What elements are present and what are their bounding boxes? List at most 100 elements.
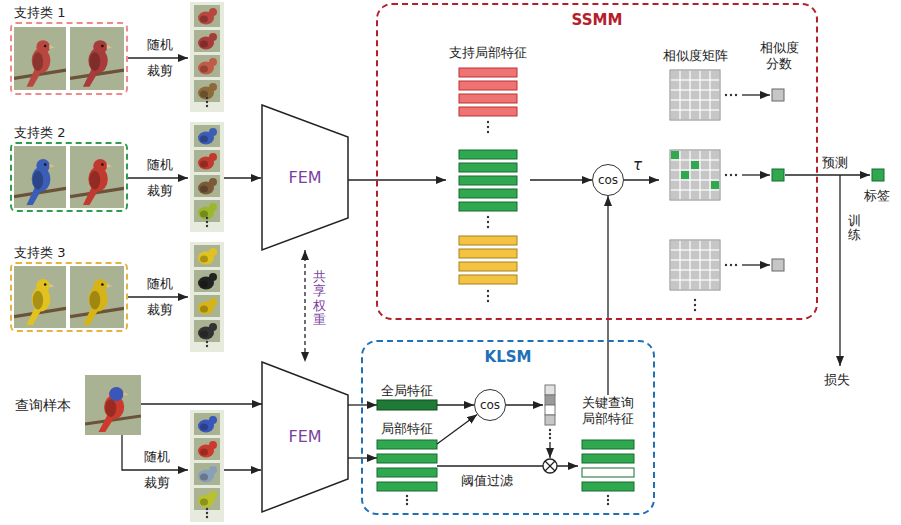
module-title: KLSM	[363, 348, 653, 366]
query-feature-bars	[582, 454, 634, 463]
query-feature-bars	[582, 482, 634, 491]
connector	[348, 179, 446, 180]
support-images	[14, 27, 124, 328]
annotation-label: 相似度 分数	[756, 40, 802, 72]
support-feature-bars	[459, 81, 517, 90]
crop-strips	[194, 200, 220, 222]
query-feature-bars	[607, 495, 609, 497]
support-class-box: 支持类 3	[10, 262, 128, 332]
similarity-matrices	[670, 240, 720, 290]
support-feature-bars	[487, 300, 489, 302]
similarity-matrices	[730, 94, 732, 96]
edge-label: 共享权重	[313, 270, 326, 327]
trapezoid-outline	[262, 105, 348, 250]
score-arrows	[742, 94, 770, 95]
query-feature-bars	[406, 503, 408, 505]
connector	[530, 179, 592, 180]
annotation-label: 随机 裁剪	[145, 152, 175, 204]
support-feature-bars	[487, 290, 489, 292]
score-squares	[772, 89, 884, 271]
crop-strips	[194, 270, 220, 292]
crop-strips	[194, 125, 220, 147]
support-feature-bars	[487, 226, 489, 228]
support-feature-bars	[487, 131, 489, 133]
annotation-label: 随机 裁剪	[145, 271, 175, 323]
query-feature-bars	[377, 400, 437, 410]
support-feature-bars	[459, 176, 517, 185]
similarity-matrices	[725, 174, 727, 176]
node-label: FEM	[288, 168, 321, 188]
crop-strips	[206, 97, 208, 99]
similarity-matrices	[671, 151, 679, 159]
support-images	[70, 27, 124, 90]
node-label: cos	[598, 173, 618, 187]
score-arrows	[742, 174, 770, 175]
support-feature-bars	[459, 202, 517, 211]
support-feature-bars	[459, 150, 517, 159]
similarity-matrices	[670, 150, 720, 200]
connector	[141, 403, 262, 404]
support-feature-bars	[459, 236, 517, 245]
crop-arrows	[224, 469, 261, 470]
similarity-matrices	[694, 304, 696, 306]
query-feature-bars	[377, 440, 437, 449]
feature-extractor: FEM	[262, 362, 348, 512]
query-sample: 查询样本	[85, 375, 141, 435]
edge-label: τ	[633, 156, 642, 174]
support-images	[14, 146, 66, 208]
crop-strips	[206, 337, 208, 339]
support-feature-bars	[459, 163, 517, 172]
annotation-label: 训练	[848, 214, 861, 243]
key-feature-stack: 关键查询 局部特征	[578, 395, 638, 505]
score-vector	[545, 385, 555, 395]
support-class-box: 支持类 1	[10, 22, 128, 95]
module-region: SSMM支持局部特征cos相似度矩阵	[376, 3, 818, 320]
connector	[607, 196, 608, 395]
multiply-symbol	[543, 459, 557, 473]
cosine-op: cos	[592, 164, 624, 196]
score-arrows	[742, 95, 870, 366]
support-feature-bars	[459, 94, 517, 103]
multiply-symbol	[543, 459, 557, 473]
node-label: FEM	[288, 427, 321, 447]
support-feature-bars	[459, 107, 517, 116]
crop-strips	[206, 105, 208, 107]
feature-extractor: FEM	[262, 105, 348, 250]
crop-strips	[194, 320, 220, 342]
module-title: SSMM	[378, 11, 816, 29]
support-feature-bars	[487, 126, 489, 128]
support-feature-bars	[459, 275, 517, 284]
node-label: 支持类 2	[14, 125, 65, 141]
crop-arrows	[128, 177, 188, 178]
node-label: 关键查询 局部特征	[578, 395, 638, 427]
similarity-matrices	[730, 264, 732, 266]
score-squares	[772, 89, 784, 101]
crop-strips	[190, 410, 224, 522]
crop-strips	[206, 101, 208, 103]
crop-strips	[194, 295, 220, 317]
node-label: 支持类 1	[14, 5, 65, 21]
query-feature-bars	[607, 503, 609, 505]
similarity-matrices	[670, 70, 720, 120]
score-vector	[545, 395, 555, 405]
node-label: 查询样本	[15, 396, 71, 414]
similarity-matrices	[670, 70, 737, 311]
crop-strips	[190, 2, 224, 112]
support-images	[70, 146, 124, 208]
support-images	[14, 266, 66, 328]
crop-strips	[206, 217, 208, 219]
score-squares	[772, 169, 784, 181]
query-feature-bars	[406, 495, 408, 497]
score-arrows	[742, 264, 770, 265]
global-feature: 全局特征	[377, 380, 437, 412]
crop-strips	[206, 341, 208, 343]
support-feature-bars	[487, 221, 489, 223]
connector	[624, 179, 659, 180]
similarity-matrices	[711, 181, 719, 189]
connector	[304, 250, 305, 362]
score-vector	[506, 404, 543, 405]
crop-strips	[194, 30, 220, 52]
crop-strips	[206, 345, 208, 347]
